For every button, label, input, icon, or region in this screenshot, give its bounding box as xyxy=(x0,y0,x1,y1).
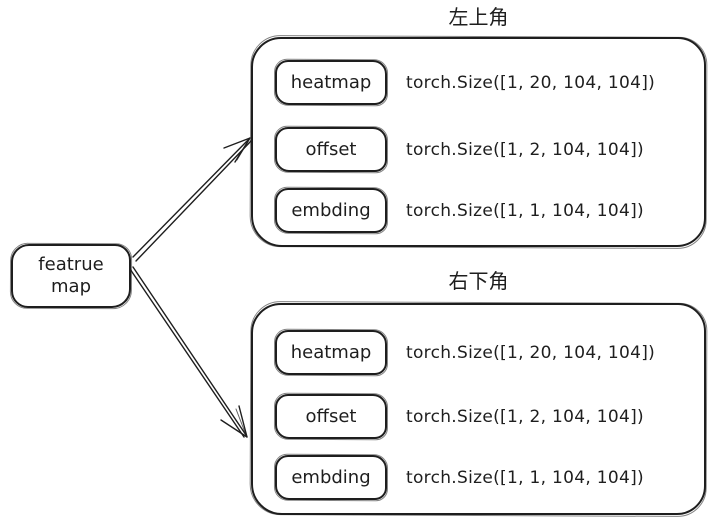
group-box-top-left-corner: heatmap torch.Size([1, 20, 104, 104]) of… xyxy=(251,37,706,247)
feature-map-node: featrue map xyxy=(11,244,131,308)
feature-map-label-line2: map xyxy=(51,276,91,297)
output-row: embding torch.Size([1, 1, 104, 104]) xyxy=(275,188,644,233)
group-title-bottom-right-corner: 右下角 xyxy=(448,269,509,293)
embding-tensor-size: torch.Size([1, 1, 104, 104]) xyxy=(406,467,644,488)
heatmap-chip: heatmap xyxy=(275,60,387,105)
feature-map-label-line1: featrue xyxy=(38,253,104,275)
embding-chip: embding xyxy=(275,455,387,500)
heatmap-tensor-size: torch.Size([1, 20, 104, 104]) xyxy=(406,72,656,93)
arrow-feature-to-top-left-group xyxy=(132,137,252,262)
offset-tensor-size: torch.Size([1, 2, 104, 104]) xyxy=(406,406,644,427)
output-row: heatmap torch.Size([1, 20, 104, 104]) xyxy=(275,60,655,105)
group-title-top-left-corner: 左上角 xyxy=(448,5,509,29)
heatmap-chip: heatmap xyxy=(275,330,387,375)
offset-chip: offset xyxy=(275,127,387,172)
heatmap-tensor-size: torch.Size([1, 20, 104, 104]) xyxy=(406,342,656,363)
arrow-feature-to-bottom-right-group xyxy=(129,266,248,438)
offset-tensor-size: torch.Size([1, 2, 104, 104]) xyxy=(406,139,644,160)
embding-tensor-size: torch.Size([1, 1, 104, 104]) xyxy=(406,200,644,221)
output-row: offset torch.Size([1, 2, 104, 104]) xyxy=(275,127,644,172)
output-row: offset torch.Size([1, 2, 104, 104]) xyxy=(275,394,644,439)
output-row: embding torch.Size([1, 1, 104, 104]) xyxy=(275,455,644,500)
output-row: heatmap torch.Size([1, 20, 104, 104]) xyxy=(275,330,655,375)
offset-chip: offset xyxy=(275,394,387,439)
group-box-bottom-right-corner: heatmap torch.Size([1, 20, 104, 104]) of… xyxy=(251,303,706,515)
embding-chip: embding xyxy=(275,188,387,233)
